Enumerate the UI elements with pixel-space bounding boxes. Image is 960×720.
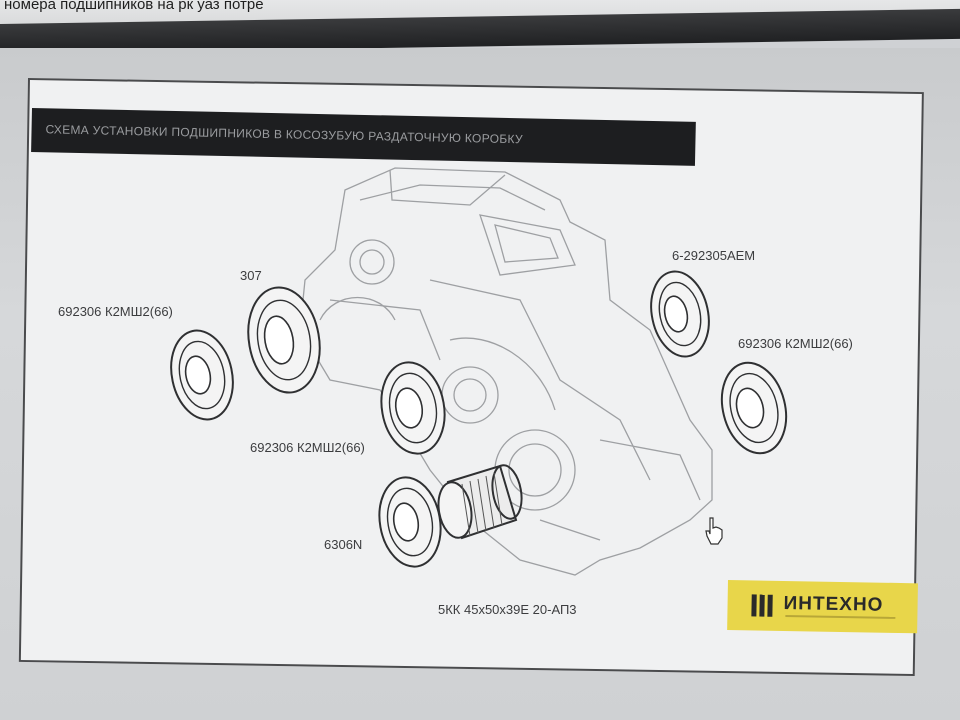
label-bearing-right: 692306 К2МШ2(66) xyxy=(738,336,853,351)
label-bearing-center: 692306 К2МШ2(66) xyxy=(250,440,365,455)
needle-bearing-5kk xyxy=(437,464,523,540)
bearing-307 xyxy=(247,286,321,394)
label-needle-bearing: 5КК 45х50х39Е 20-АП3 xyxy=(438,602,577,617)
bearing-692306-right xyxy=(720,361,788,455)
label-bearing-top-right: 6-292305АЕМ xyxy=(672,248,756,263)
label-bearing-307: 307 xyxy=(240,268,262,283)
hand-cursor-icon xyxy=(705,517,723,545)
bearing-6-292305aem xyxy=(650,270,710,358)
page-heading-partial: номера подшипников на рк уаз потре xyxy=(4,0,264,13)
label-bearing-6306n: 6306N xyxy=(324,537,363,552)
logo-mark-icon xyxy=(749,592,775,618)
intekhno-logo: ИНТЕХНО xyxy=(727,580,918,634)
bearing-6306n xyxy=(378,476,442,568)
logo-text: ИНТЕХНО xyxy=(783,592,884,616)
label-bearing-left: 692306 К2МШ2(66) xyxy=(58,304,173,319)
transfer-case-housing xyxy=(299,167,713,576)
bearing-692306-left xyxy=(170,329,234,421)
bearing-692306-center xyxy=(380,361,446,455)
